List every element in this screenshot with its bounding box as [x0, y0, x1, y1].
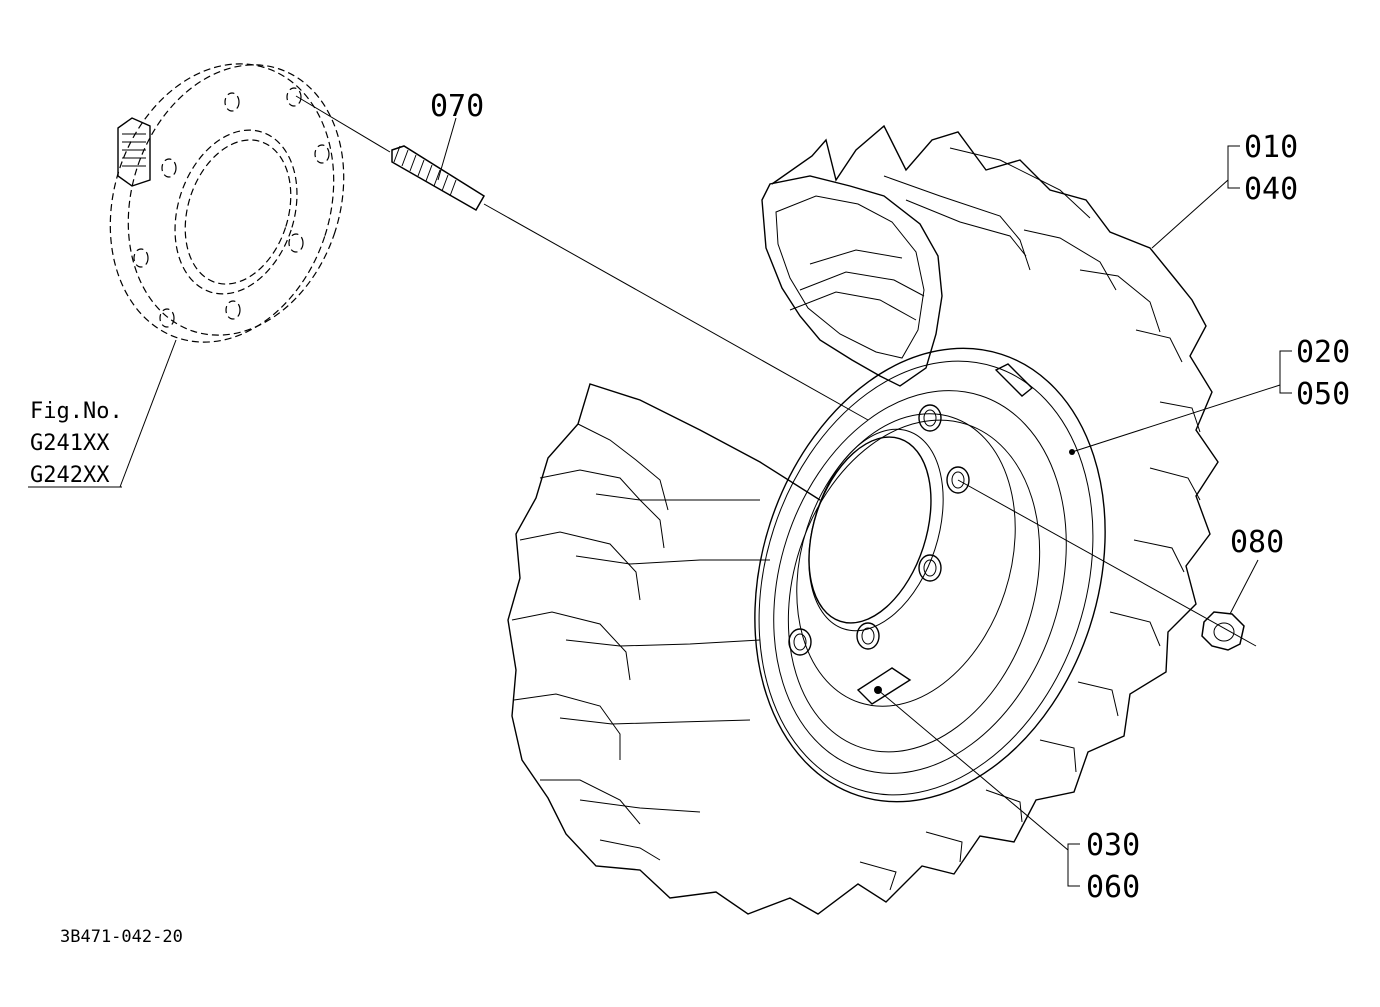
wheel-rim — [754, 347, 1106, 803]
fig-ref-number-2: G242XX — [30, 463, 110, 488]
fig-ref-number-1: G241XX — [30, 431, 110, 456]
drawing-number: 3B471-042-20 — [60, 927, 183, 947]
tire — [507, 124, 1219, 915]
callout-010: 010 — [1244, 130, 1298, 165]
callout-060: 060 — [1086, 870, 1140, 905]
callout-080: 080 — [1230, 525, 1284, 560]
callout-leaders — [28, 117, 1292, 887]
callout-040: 040 — [1244, 172, 1298, 207]
callout-030: 030 — [1086, 828, 1140, 863]
callout-050: 050 — [1296, 377, 1350, 412]
callout-020: 020 — [1296, 335, 1350, 370]
hub-flange — [109, 63, 345, 343]
wheel-stud — [391, 145, 486, 212]
wheel-nut — [1201, 611, 1245, 651]
callout-070: 070 — [430, 89, 484, 124]
fig-ref-heading: Fig.No. — [30, 399, 123, 424]
